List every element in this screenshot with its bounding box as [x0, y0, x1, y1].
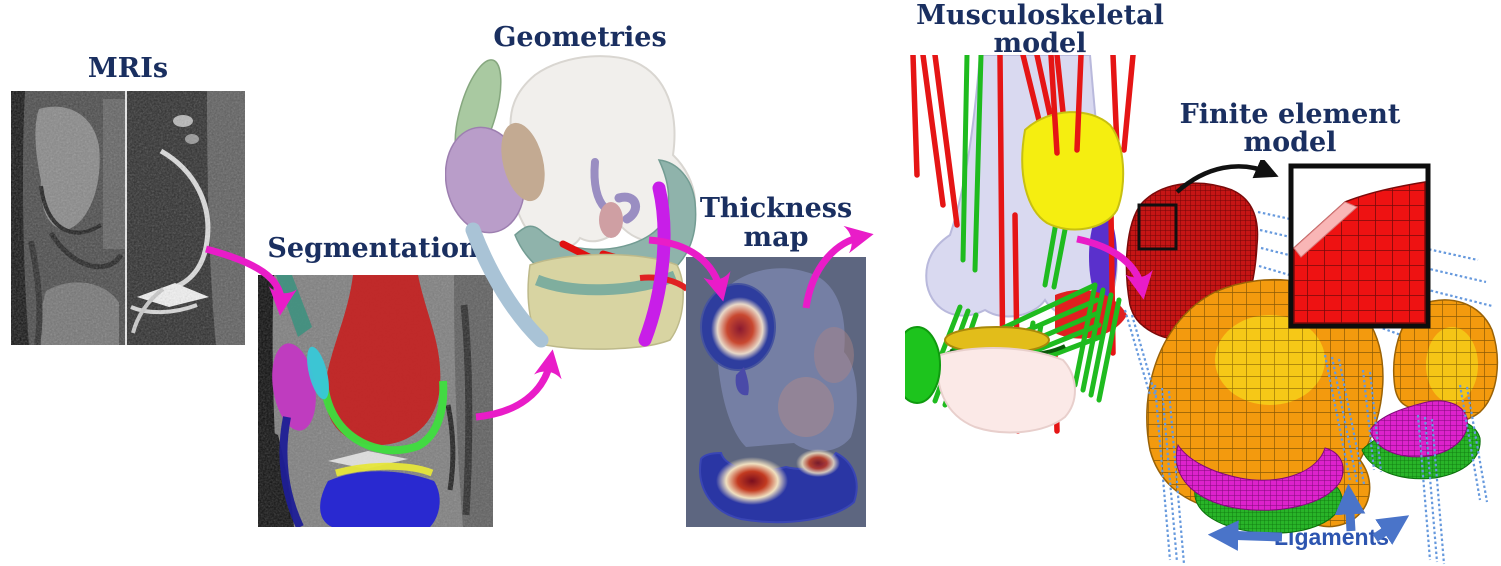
finite-element-model-image [1123, 160, 1499, 565]
fe-magenta-meniscus-left [1176, 443, 1344, 511]
fe-inset-pink-band [1293, 201, 1358, 258]
geometries-3d-model [445, 55, 697, 350]
fe-ligament-fibers [1123, 309, 1489, 565]
tibial-cartilage-overlay [335, 462, 434, 477]
patellar-cartilage-overlay [307, 346, 329, 400]
panel-title-mris: MRIs [87, 53, 169, 84]
menisci-highlight [328, 451, 408, 469]
msk-tibia [937, 347, 1076, 434]
patellar-tendon-overlay [279, 416, 304, 527]
panel-title-geometries: Geometries [493, 22, 667, 53]
msk-joint-and-tibia [905, 326, 1076, 434]
ligament-arrow-left [1207, 520, 1283, 551]
panel-title-segmentation: Segmentation [267, 233, 479, 264]
femur-overlay [324, 275, 441, 446]
ligament-arrow-diagonal [1372, 515, 1410, 545]
tibia-overlay [320, 471, 440, 527]
msk-fibula-head [905, 326, 941, 404]
fe-menisci-and-cartilage [1176, 400, 1481, 534]
musculoskeletal-model-image [905, 55, 1136, 434]
fe-inset-mesh [1293, 181, 1426, 324]
geometry-shapes [445, 55, 697, 350]
ligament-arrows [1207, 483, 1410, 551]
panel-title-finite-element-line1: Finite element [1179, 99, 1401, 130]
cruciate-hook-geometry [614, 192, 640, 224]
panel-title-thickness-line1: Thickness [699, 193, 853, 224]
panel-title-finite-element-line2: model [1243, 127, 1337, 158]
patellar-tendon-geometry [465, 222, 549, 348]
femoral-cartilage-overlay [320, 378, 448, 455]
ligament-arrow-up [1334, 483, 1366, 532]
panel-title-musculoskeletal-line1: Musculoskeletal [916, 0, 1164, 31]
tibia-thickness [699, 449, 858, 524]
fe-zoom-arrow [1175, 160, 1279, 194]
panel-title-musculoskeletal-line2: model [993, 28, 1087, 59]
thickness-map-image [686, 257, 866, 527]
patella-overlay [272, 343, 316, 431]
fe-magenta-meniscus-right [1369, 400, 1468, 458]
fe-inset-zoom [1288, 163, 1431, 329]
panel-title-thickness-line2: map [743, 222, 809, 253]
patella-thickness [700, 283, 776, 396]
mri-images [11, 91, 245, 345]
thickness-shapes [699, 268, 858, 524]
segmentation-image [258, 275, 493, 527]
cruciate-ligament-geometry [590, 158, 609, 212]
fe-zoom-selection-box [1137, 203, 1178, 251]
lateral-patch-geometry [501, 122, 545, 202]
pink-ligament-geometry [599, 202, 623, 238]
msk-muscles-over-patella [1048, 55, 1084, 156]
msk-patella [1021, 111, 1125, 231]
